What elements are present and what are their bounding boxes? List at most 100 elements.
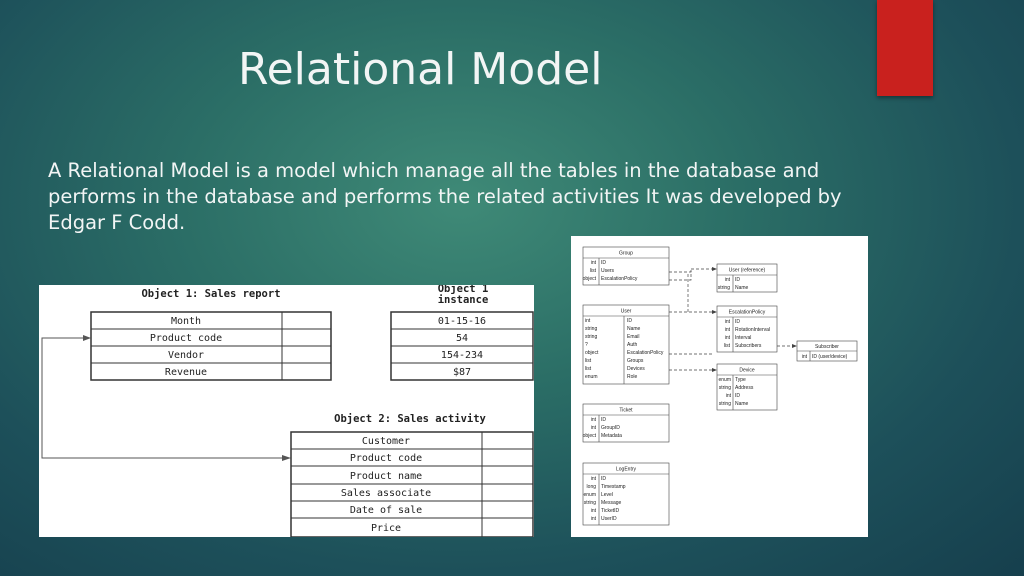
- col-type: list: [585, 366, 592, 372]
- col-type: int: [591, 508, 597, 514]
- col-name: GroupID: [601, 425, 620, 431]
- arrow-head-icon: [282, 455, 291, 461]
- schema-connectors: [669, 268, 794, 355]
- col-name: Type: [735, 377, 746, 383]
- col-name: Groups: [627, 358, 644, 364]
- table-user-reference: [716, 263, 778, 293]
- instance-title-line2: instance: [438, 294, 489, 306]
- instance-title-line1: Object 1: [438, 285, 489, 295]
- instance-value: 154-234: [441, 350, 483, 361]
- object2-table: [290, 431, 534, 538]
- object1-field: Month: [171, 316, 201, 327]
- col-name: Timestamp: [601, 484, 626, 490]
- col-name: ID: [601, 476, 606, 482]
- arrow-head-icon: [712, 310, 717, 314]
- object1-field: Vendor: [168, 350, 204, 361]
- col-type: list: [585, 358, 592, 364]
- col-type: int: [725, 335, 731, 341]
- object2-field: Date of sale: [350, 505, 422, 516]
- col-type: int: [725, 277, 731, 283]
- table-group: [582, 246, 670, 286]
- col-name: Metadata: [601, 433, 622, 439]
- col-name: ID: [735, 319, 740, 325]
- col-name: EscalationPolicy: [601, 276, 638, 282]
- object1-table: [90, 311, 332, 381]
- col-type: int: [591, 516, 597, 522]
- col-name: ID: [601, 417, 606, 423]
- col-type: list: [724, 343, 731, 349]
- col-type: string: [718, 285, 730, 291]
- object1-title: Object 1: Sales report: [141, 288, 280, 300]
- col-name: Name: [735, 401, 749, 407]
- col-type: int: [591, 260, 597, 266]
- col-name: UserID: [601, 516, 617, 522]
- col-name: Users: [601, 268, 615, 274]
- col-name: Email: [627, 334, 640, 340]
- slide-body-text: A Relational Model is a model which mana…: [48, 159, 842, 234]
- col-name: ID: [735, 393, 740, 399]
- instance-value: 01-15-16: [438, 316, 486, 327]
- arrow-head-icon: [83, 335, 91, 341]
- col-name: Role: [627, 374, 638, 380]
- arrow-head-icon: [712, 368, 717, 372]
- table-user: [582, 304, 670, 385]
- col-name: ID: [735, 277, 740, 283]
- col-type: string: [585, 334, 597, 340]
- sales-objects-figure: Object 1: Sales report Month Product cod…: [39, 283, 534, 538]
- col-type: string: [585, 326, 597, 332]
- col-name: Devices: [627, 366, 645, 372]
- col-type: enum: [585, 374, 598, 380]
- col-type: enum: [583, 492, 596, 498]
- col-type: int: [802, 354, 808, 360]
- col-type: object: [585, 350, 599, 356]
- object2-title: Object 2: Sales activity: [334, 413, 486, 425]
- object2-field: Product code: [350, 453, 422, 464]
- table-logentry: [582, 462, 670, 526]
- col-name: Name: [627, 326, 641, 332]
- col-type: int: [725, 319, 731, 325]
- col-type: int: [591, 417, 597, 423]
- table-subscriber: [796, 340, 858, 362]
- table-title: Ticket: [619, 408, 633, 414]
- table-title: User: [621, 309, 632, 315]
- instance-value: $87: [453, 367, 471, 378]
- col-type: enum: [718, 377, 731, 383]
- object2-field: Price: [371, 523, 401, 534]
- object2-field: Sales associate: [341, 488, 431, 499]
- arrow-head-icon: [712, 267, 717, 271]
- table-title: Group: [619, 251, 633, 257]
- col-type: object: [583, 433, 597, 439]
- col-name: Name: [735, 285, 749, 291]
- sales-objects-diagram: Object 1: Sales report Month Product cod…: [41, 283, 534, 538]
- col-type: int: [591, 476, 597, 482]
- col-type: int: [585, 318, 591, 324]
- schema-diagram: Group int ID list Users object Escalatio…: [582, 246, 858, 526]
- col-type: list: [590, 268, 597, 274]
- col-name: TicketID: [601, 508, 620, 514]
- col-name: ID (user/device): [812, 354, 848, 360]
- col-name: Level: [601, 492, 613, 498]
- col-type: int: [726, 393, 732, 399]
- col-name: RotationInterval: [735, 327, 770, 333]
- col-type: string: [719, 385, 731, 391]
- col-type: int: [591, 425, 597, 431]
- instance-value: 54: [456, 333, 468, 344]
- table-title: EscalationPolicy: [729, 310, 766, 316]
- col-type: string: [719, 401, 731, 407]
- arrow-head-icon: [792, 344, 797, 348]
- col-name: Interval: [735, 335, 751, 341]
- table-escalation-policy: [716, 305, 778, 353]
- col-type: string: [584, 500, 596, 506]
- object2-field: Customer: [362, 436, 410, 447]
- col-type: long: [587, 484, 597, 490]
- col-name: Address: [735, 385, 754, 391]
- col-name: ID: [601, 260, 606, 266]
- schema-figure: Group int ID list Users object Escalatio…: [571, 236, 868, 537]
- object1-field: Revenue: [165, 367, 207, 378]
- instance-table: [390, 311, 534, 381]
- connector-lines: [41, 337, 289, 459]
- col-name: Subscribers: [735, 343, 762, 349]
- table-title: User (reference): [729, 268, 766, 274]
- table-title: LogEntry: [616, 467, 637, 473]
- col-name: Auth: [627, 342, 638, 348]
